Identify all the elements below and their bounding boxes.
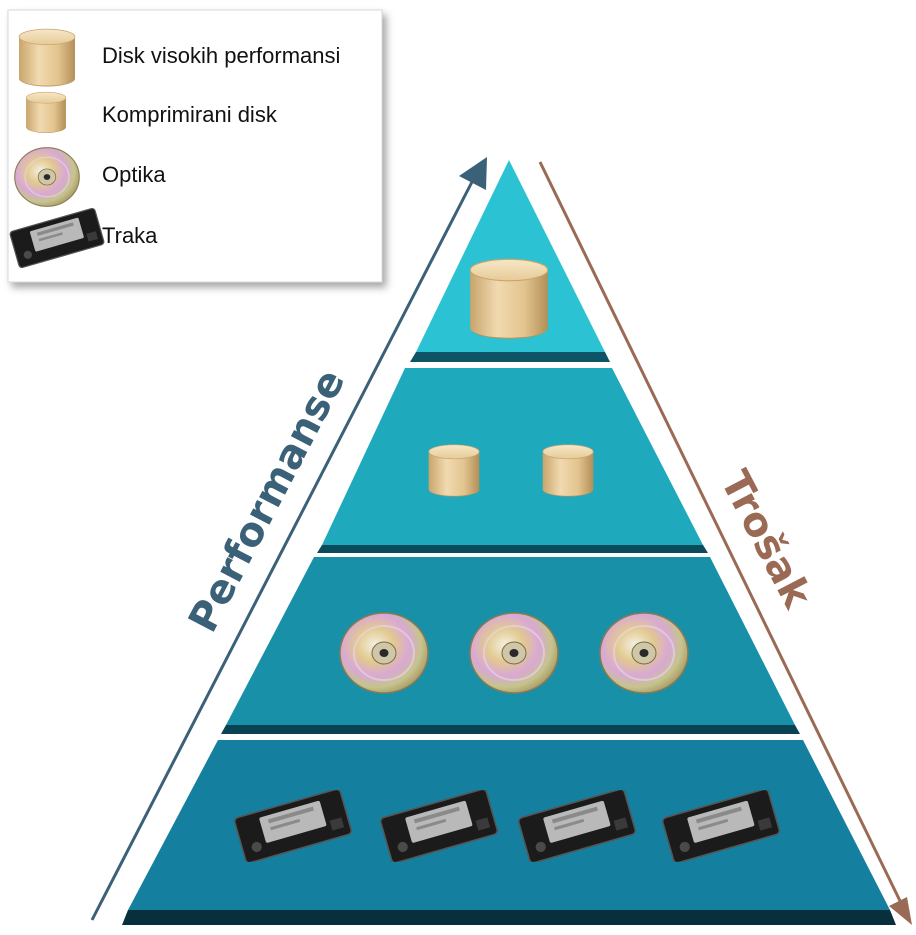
tier-high-performance-disk bbox=[410, 160, 610, 362]
tier3-icons bbox=[338, 611, 690, 695]
tier1-icons bbox=[469, 258, 549, 340]
compressed-disk-icon bbox=[25, 91, 67, 134]
performance-arrow bbox=[90, 157, 487, 921]
optical-disc-icon bbox=[598, 611, 690, 695]
legend-item-tape: Traka bbox=[8, 207, 158, 269]
high-performance-disk-icon bbox=[469, 258, 549, 340]
legend-item-compressed-disk: Komprimirani disk bbox=[25, 91, 278, 134]
optical-disc-icon bbox=[338, 611, 430, 695]
tier-compressed-disk bbox=[317, 368, 708, 553]
legend-label: Disk visokih performansi bbox=[102, 43, 340, 68]
legend-label: Komprimirani disk bbox=[102, 102, 278, 127]
compressed-disk-icon bbox=[542, 444, 594, 498]
legend-item-high-performance-disk: Disk visokih performansi bbox=[18, 28, 340, 87]
optical-disc-icon bbox=[13, 146, 81, 208]
legend: Disk visokih performansi Komprimirani di… bbox=[7, 9, 383, 283]
legend-item-optical: Optika bbox=[13, 146, 166, 208]
compressed-disk-icon bbox=[428, 444, 480, 498]
high-performance-disk-icon bbox=[18, 28, 76, 87]
optical-disc-icon bbox=[468, 611, 560, 695]
legend-label: Optika bbox=[102, 162, 166, 187]
tier-tape bbox=[122, 740, 896, 925]
legend-label: Traka bbox=[102, 223, 158, 248]
cost-arrow bbox=[538, 161, 912, 925]
